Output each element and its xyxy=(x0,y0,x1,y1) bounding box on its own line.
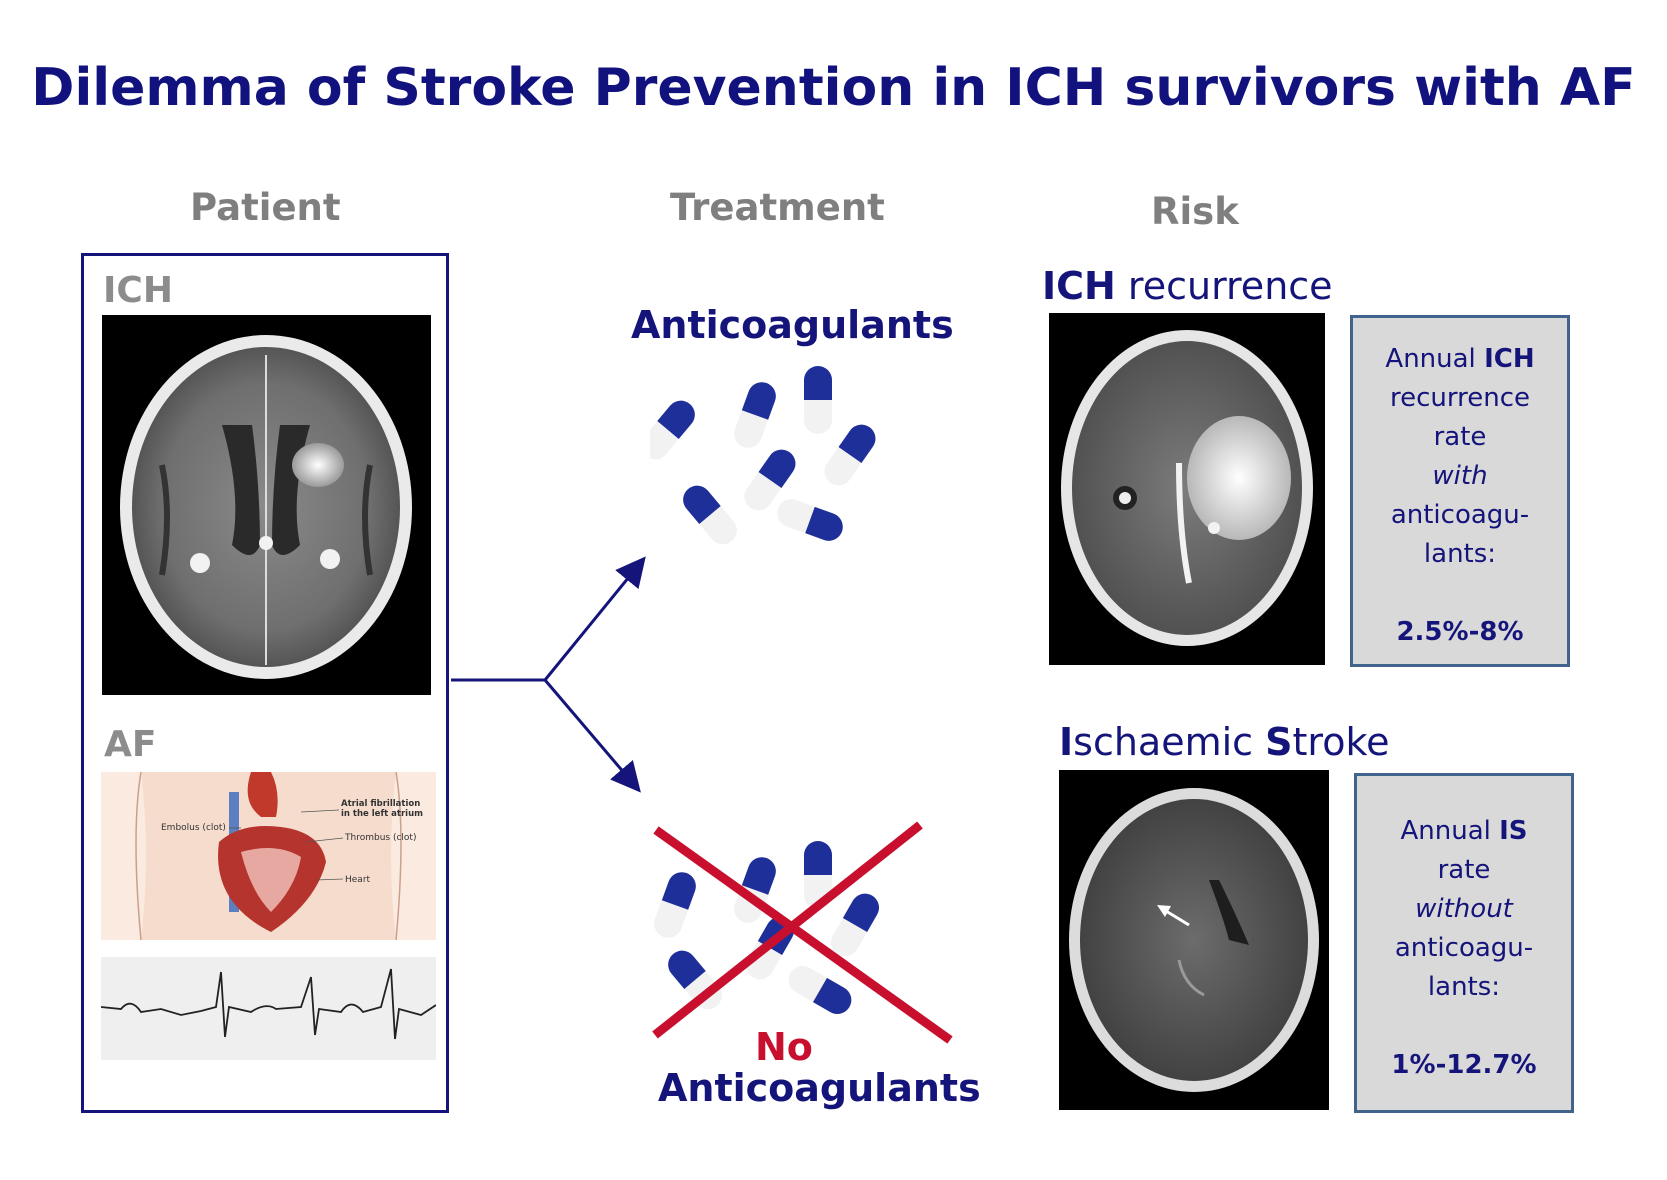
ich-box-line5: anticoagu- xyxy=(1390,500,1530,530)
thrombus-label: Thrombus (clot) xyxy=(344,833,416,843)
capsule-icon xyxy=(683,485,737,545)
no-label: No xyxy=(755,1025,813,1069)
capsule-icon xyxy=(831,893,879,957)
column-header-risk: Risk xyxy=(1151,190,1239,233)
ich-recurrence-rate-box: Annual ICH recurrence rate with anticoag… xyxy=(1350,315,1570,667)
heart-label: Heart xyxy=(345,875,371,885)
anticoagulant-pills-image xyxy=(650,366,876,545)
is-box-line2: rate xyxy=(1437,855,1491,885)
is-rate-box: Annual IS rate without anticoagu- lants:… xyxy=(1354,773,1574,1113)
ct-scan-ich-recurrence-image xyxy=(1049,313,1325,665)
red-cross-icon xyxy=(652,821,953,1044)
heart-illustration: Embolus (clot) Atrial fibrillation in th… xyxy=(101,772,436,940)
af-label: AF xyxy=(104,724,157,765)
capsule-icon xyxy=(744,449,796,511)
is-box-line5: lants: xyxy=(1427,972,1501,1002)
page-title: Dilemma of Stroke Prevention in ICH surv… xyxy=(31,58,1636,118)
ct-scan-ischaemic-stroke-image xyxy=(1059,770,1329,1110)
af-annotation-line1: Atrial fibrillation xyxy=(341,799,420,809)
ich-label: ICH xyxy=(103,270,173,311)
capsule-icon xyxy=(804,366,832,434)
capsule-icon xyxy=(804,841,832,909)
is-box-line4: anticoagu- xyxy=(1394,933,1534,963)
ich-box-line6: lants: xyxy=(1423,539,1497,569)
ct-scan-ich-image xyxy=(102,315,431,695)
embolus-label: Embolus (clot) xyxy=(161,823,226,833)
ich-box-line4: with xyxy=(1432,461,1488,491)
ich-recurrence-rate-value: 2.5%-8% xyxy=(1396,617,1524,647)
capsule-icon xyxy=(734,382,776,448)
patient-panel xyxy=(81,253,449,1113)
capsule-icon xyxy=(824,424,876,486)
capsule-icon xyxy=(650,400,695,460)
capsule-icon xyxy=(734,857,776,923)
ich-box-line2: recurrence xyxy=(1389,383,1530,413)
arrow-icon xyxy=(1157,905,1171,917)
ich-box-line1: Annual ICH xyxy=(1385,344,1535,374)
ecg-strip xyxy=(100,957,437,1060)
capsule-icon xyxy=(788,966,852,1014)
is-box-line3: without xyxy=(1415,894,1513,924)
anticoagulants-label: Anticoagulants xyxy=(631,303,954,347)
column-header-patient: Patient xyxy=(190,186,341,229)
ischaemic-stroke-heading: Ischaemic Stroke xyxy=(1059,720,1390,764)
is-box-line1: Annual IS xyxy=(1400,816,1528,846)
column-header-treatment: Treatment xyxy=(670,186,885,229)
capsule-icon xyxy=(654,872,696,938)
af-annotation-line2: in the left atrium xyxy=(341,809,423,819)
ich-box-line3: rate xyxy=(1433,422,1487,452)
capsule-icon xyxy=(777,499,843,541)
ich-recurrence-heading: ICH recurrence xyxy=(1042,264,1333,308)
no-anticoagulants-label: Anticoagulants xyxy=(658,1066,981,1110)
is-rate-value: 1%-12.7% xyxy=(1391,1050,1537,1080)
